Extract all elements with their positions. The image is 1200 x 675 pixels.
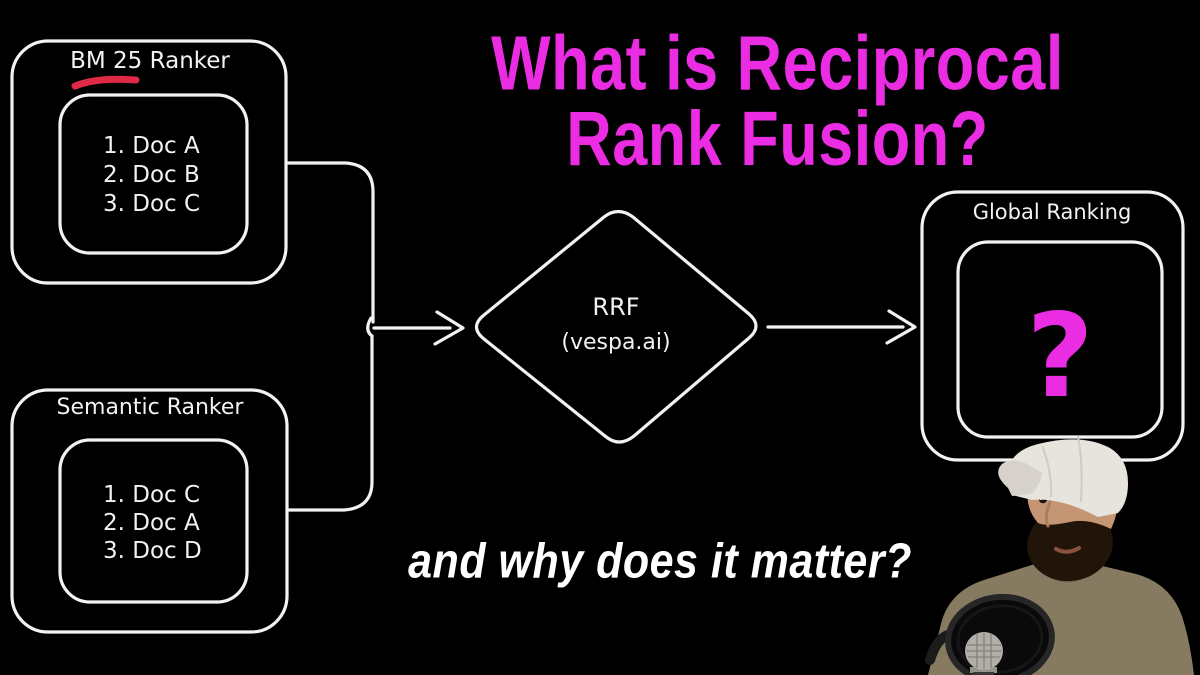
microphone-icon <box>965 632 1003 675</box>
arrowhead-icon <box>433 310 465 346</box>
connector-semantic-to-fusion <box>287 334 374 512</box>
semantic-ranker-box <box>10 388 289 634</box>
presenter-mouth <box>1054 546 1081 554</box>
arrowhead-icon <box>885 309 917 345</box>
doc-item: 3. Doc D <box>103 538 202 564</box>
semantic-ranker-label: Semantic Ranker <box>57 395 245 420</box>
semantic-results-box <box>58 438 249 604</box>
connector-bm25-to-fusion <box>286 161 375 324</box>
bm25-ranker-box <box>10 39 288 285</box>
doc-item: 3. Doc C <box>103 191 200 217</box>
red-underline-marker <box>71 75 140 90</box>
presenter-photo <box>925 435 1194 675</box>
subtitle-text: and why does it matter? <box>408 534 912 590</box>
bm25-ranker-label: BM 25 Ranker <box>70 48 230 74</box>
title-line-2: Rank Fusion? <box>566 96 989 183</box>
doc-item: 1. Doc A <box>103 133 200 159</box>
connector-knot <box>366 316 374 338</box>
rrf-diamond-node <box>474 209 758 444</box>
bm25-results-box <box>58 93 249 255</box>
global-ranking-label: Global Ranking <box>973 200 1132 224</box>
rrf-label: RRF <box>592 293 639 321</box>
presenter-nose <box>1044 500 1052 528</box>
vespa-sublabel: (vespa.ai) <box>561 330 670 355</box>
question-mark: ? <box>1026 289 1093 424</box>
cap-seams <box>1041 435 1083 503</box>
doc-item: 1. Doc C <box>103 482 200 508</box>
page-title: What is Reciprocal Rank Fusion? <box>355 21 1200 183</box>
doc-item: 2. Doc A <box>103 510 200 536</box>
doc-item: 2. Doc B <box>103 162 200 188</box>
presenter-cap-brim <box>998 460 1042 496</box>
presenter-cap <box>1007 439 1128 517</box>
global-results-box <box>956 240 1164 439</box>
title-line-1: What is Reciprocal <box>491 21 1064 107</box>
